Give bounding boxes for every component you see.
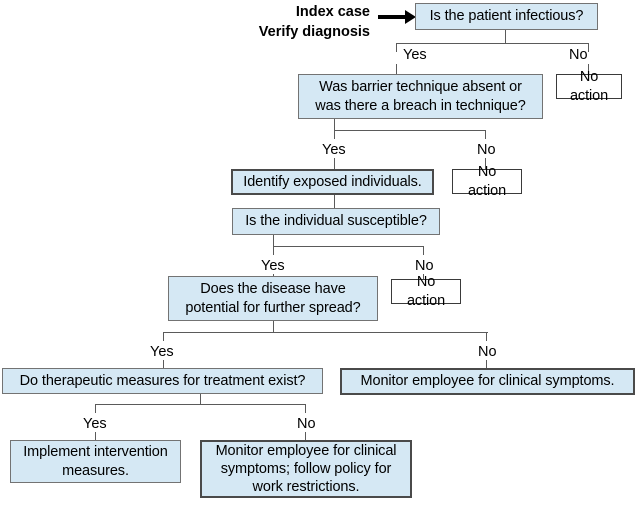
connector-q2-bar: [334, 130, 486, 132]
branch-label-q5-no: No: [297, 416, 316, 432]
node-identify-exposed-individuals[interactable]: Identify exposed individuals.: [231, 169, 434, 195]
connector-q5-no-tail: [305, 432, 307, 441]
connector-q3-stem: [273, 235, 275, 247]
node-no-action-2[interactable]: No action: [452, 164, 522, 199]
connector-q2-stem: [334, 119, 336, 131]
entry-caption: Index case Verify diagnosis: [252, 3, 370, 42]
node-no-action-1[interactable]: No action: [556, 69, 622, 104]
entry-caption-line1: Index case: [295, 4, 370, 20]
connector-q4-bar: [163, 332, 488, 334]
connector-q5-yes-tail: [95, 432, 97, 441]
entry-arrow-shaft: [378, 14, 406, 19]
node-implement-intervention-measures[interactable]: Implement intervention measures.: [10, 440, 181, 483]
branch-label-q2-yes: Yes: [322, 142, 346, 158]
connector-q4-yes-tail: [163, 360, 165, 369]
node-is-patient-infectious[interactable]: Is the patient infectious?: [415, 3, 598, 30]
branch-label-q4-yes: Yes: [150, 344, 174, 360]
connector-q3-no-drop: [423, 246, 425, 255]
branch-label-q3-yes: Yes: [261, 258, 285, 274]
connector-q4-yes-drop: [163, 332, 165, 341]
connector-q2-no-tail: [485, 158, 487, 169]
branch-label-q2-no: No: [477, 142, 496, 158]
connector-q5-no-drop: [305, 404, 307, 413]
connector-q3-bar: [273, 246, 424, 248]
branch-label-q4-no: No: [478, 344, 497, 360]
connector-q4-no-tail: [486, 360, 488, 369]
connector-q5-bar: [95, 404, 306, 406]
connector-q1-yes-drop: [396, 43, 398, 52]
branch-label-q1-no: No: [569, 47, 588, 63]
entry-caption-line2: Verify diagnosis: [258, 23, 370, 40]
connector-q5-yes-drop: [95, 404, 97, 413]
connector-q2-yes-drop: [334, 130, 336, 139]
connector-q1-stem: [505, 30, 507, 44]
connector-a1-to-q3: [334, 195, 336, 208]
connector-q5-stem: [200, 394, 202, 405]
node-is-individual-susceptible[interactable]: Is the individual susceptible?: [232, 208, 440, 235]
node-monitor-and-work-restrictions[interactable]: Monitor employee for clinical symptoms; …: [200, 440, 412, 498]
connector-q1-no-drop: [588, 43, 590, 52]
connector-q2-no-drop: [485, 130, 487, 139]
connector-q4-stem: [273, 321, 275, 333]
node-barrier-technique[interactable]: Was barrier technique absent or was ther…: [298, 74, 543, 119]
branch-label-q5-yes: Yes: [83, 416, 107, 432]
connector-q1-yes-tail: [396, 64, 398, 74]
entry-arrow-head-icon: [405, 9, 416, 24]
branch-label-q1-yes: Yes: [403, 47, 427, 63]
connector-q2-yes-tail: [334, 158, 336, 169]
connector-q4-no-drop: [486, 332, 488, 341]
node-no-action-3[interactable]: No action: [391, 274, 461, 309]
node-monitor-employee-symptoms[interactable]: Monitor employee for clinical symptoms.: [340, 368, 635, 395]
node-further-spread-potential[interactable]: Does the disease have potential for furt…: [168, 276, 378, 321]
branch-label-q3-no: No: [415, 258, 434, 274]
node-therapeutic-measures-exist[interactable]: Do therapeutic measures for treatment ex…: [2, 368, 323, 394]
connector-q1-no-tail: [588, 64, 590, 74]
connector-q3-yes-drop: [273, 246, 275, 255]
connector-q1-bar: [396, 43, 589, 45]
